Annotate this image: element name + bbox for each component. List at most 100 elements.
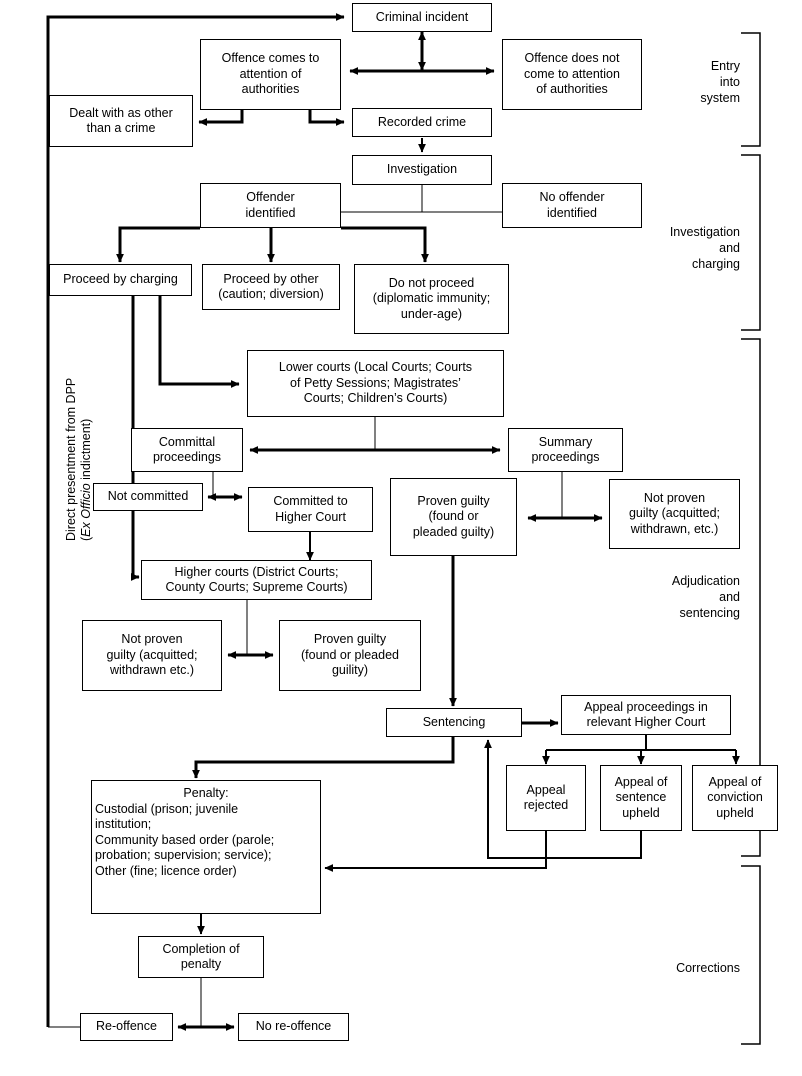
node-penalty[interactable]: Penalty: Custodial (prison; juvenile ins… <box>91 780 321 914</box>
node-proceed-other-line2: (caution; diversion) <box>218 287 324 301</box>
section-entry-line1: Entry <box>710 59 740 73</box>
ex-officio-close: indictment) <box>79 418 93 484</box>
ex-officio-open: ( <box>79 536 93 541</box>
node-offender-identified[interactable]: Offender identified <box>200 183 341 228</box>
node-appeal-rejected-line1: Appeal <box>526 782 566 797</box>
node-committed-to-higher-court[interactable]: Committed to Higher Court <box>248 487 373 532</box>
section-entry-line2: into <box>719 75 740 89</box>
node-no-re-offence-line1: No re-offence <box>255 1019 332 1034</box>
node-dealt-with-as-other-than-crime[interactable]: Dealt with as other than a crime <box>49 95 193 147</box>
node-sentencing-line1: Sentencing <box>422 714 486 729</box>
node-not-proven-higher-line3: withdrawn etc.) <box>109 663 195 678</box>
node-no-offender-line1: No offender <box>539 190 605 204</box>
node-appeal-sentence-line2: sentence <box>615 790 667 805</box>
node-completion-line2: penalty <box>180 957 222 971</box>
node-not-proven-guilty-lower-courts[interactable]: Not proven guilty (acquitted; withdrawn,… <box>609 479 740 549</box>
node-not-committed-line1: Not committed <box>107 489 189 504</box>
node-no-offender-line2: identified <box>546 205 598 220</box>
node-proceed-other-line1: Proceed by other <box>223 271 319 286</box>
node-appeal-rejected[interactable]: Appeal rejected <box>506 765 586 831</box>
section-adjudication-line3: sentencing <box>679 606 740 620</box>
node-penalty-line3: institution; <box>95 817 152 831</box>
section-label-adjudication: Adjudication and sentencing <box>615 573 740 621</box>
node-appeal-conviction-line2: conviction <box>707 790 763 805</box>
node-lower-courts-line3: Courts; Children’s Courts) <box>303 391 448 406</box>
node-summary-proceedings[interactable]: Summary proceedings <box>508 428 623 472</box>
node-offence-comes-to-attention[interactable]: Offence comes to attention of authoritie… <box>200 39 341 110</box>
node-appeal-of-sentence-upheld[interactable]: Appeal of sentence upheld <box>600 765 682 831</box>
node-proven-guilty-lower-courts[interactable]: Proven guilty (found or pleaded guilty) <box>390 478 517 556</box>
node-do-not-proceed-line3: under-age) <box>400 306 463 321</box>
node-proceed-by-charging[interactable]: Proceed by charging <box>49 264 192 296</box>
node-not-proven-lower-line2: guilty (acquitted; <box>628 506 721 521</box>
node-committed-higher-line1: Committed to <box>273 494 348 508</box>
section-entry-line3: system <box>700 91 740 105</box>
node-proven-guilty-higher-line3: guility) <box>331 663 369 678</box>
ex-officio-label: (Ex Officio indictment) <box>79 419 94 541</box>
section-label-corrections: Corrections <box>620 960 740 976</box>
node-do-not-proceed[interactable]: Do not proceed (diplomatic immunity; und… <box>354 264 509 334</box>
node-no-offender-identified[interactable]: No offender identified <box>502 183 642 228</box>
node-higher-courts-line2: County Courts; Supreme Courts) <box>165 580 348 594</box>
node-summary-line2: proceedings <box>531 450 600 464</box>
node-appeal-conviction-line1: Appeal of <box>708 774 762 789</box>
node-penalty-heading: Penalty: <box>183 786 229 800</box>
node-not-committed[interactable]: Not committed <box>93 483 203 511</box>
node-offender-identified-line2: identified <box>245 205 296 220</box>
node-do-not-proceed-line2: (diplomatic immunity; <box>372 291 491 306</box>
node-offence-does-not-come-to-attention[interactable]: Offence does not come to attention of au… <box>502 39 642 110</box>
node-appeal-of-conviction-upheld[interactable]: Appeal of conviction upheld <box>692 765 778 831</box>
node-proceed-by-other[interactable]: Proceed by other (caution; diversion) <box>202 264 340 310</box>
node-appeal-sentence-line3: upheld <box>622 805 660 820</box>
node-appeal-sentence-line1: Appeal of <box>614 774 668 789</box>
node-committal-proceedings[interactable]: Committal proceedings <box>131 428 243 472</box>
node-do-not-proceed-line1: Do not proceed <box>388 275 475 290</box>
node-higher-courts[interactable]: Higher courts (District Courts; County C… <box>141 560 372 600</box>
section-investigation-line2: and <box>719 241 740 255</box>
node-committed-higher-line2: Higher Court <box>275 509 346 524</box>
node-re-offence[interactable]: Re-offence <box>80 1013 173 1041</box>
node-committal-line2: proceedings <box>152 450 222 464</box>
node-criminal-incident[interactable]: Criminal incident <box>352 3 492 32</box>
section-investigation-line1: Investigation <box>669 225 740 239</box>
node-completion-line1: Completion of <box>162 941 240 956</box>
node-proven-guilty-lower-line2: (found or <box>428 509 479 524</box>
section-adjudication-line2: and <box>719 590 740 604</box>
node-lower-courts-line2: of Petty Sessions; Magistrates’ <box>290 375 461 390</box>
section-investigation-line3: charging <box>692 257 740 271</box>
node-offence-comes-line2: attention of <box>239 66 302 81</box>
node-completion-of-penalty[interactable]: Completion of penalty <box>138 936 264 978</box>
node-lower-courts[interactable]: Lower courts (Local Courts; Courts of Pe… <box>247 350 504 417</box>
section-label-investigation: Investigation and charging <box>620 224 740 272</box>
node-lower-courts-line1: Lower courts (Local Courts; Courts <box>278 360 473 375</box>
node-investigation[interactable]: Investigation <box>352 155 492 185</box>
direct-presentment-label: Direct presentment from DPP <box>64 378 79 541</box>
node-not-proven-lower-line1: Not proven <box>643 490 706 505</box>
node-proven-guilty-higher-line2: (found or pleaded <box>301 647 399 662</box>
node-recorded-crime-line1: Recorded crime <box>377 114 467 129</box>
node-not-proven-lower-line3: withdrawn, etc.) <box>630 521 719 536</box>
node-no-re-offence[interactable]: No re-offence <box>238 1013 349 1041</box>
node-investigation-line1: Investigation <box>386 162 458 177</box>
node-proven-guilty-higher-courts[interactable]: Proven guilty (found or pleaded guility) <box>279 620 421 691</box>
node-offender-identified-line1: Offender <box>246 190 295 204</box>
node-not-proven-higher-line2: guilty (acquitted; <box>106 647 198 662</box>
direct-presentment-line1: Direct presentment from DPP <box>64 377 78 541</box>
node-dealt-with-line2: than a crime <box>86 121 156 135</box>
node-appeal-proceedings[interactable]: Appeal proceedings in relevant Higher Co… <box>561 695 731 735</box>
node-proven-guilty-lower-line1: Proven guilty <box>417 493 490 508</box>
node-penalty-line4: Community based order (parole; <box>95 832 275 847</box>
node-not-proven-guilty-higher-courts[interactable]: Not proven guilty (acquitted; withdrawn … <box>82 620 222 691</box>
section-label-entry: Entry into system <box>640 58 740 106</box>
node-re-offence-line1: Re-offence <box>96 1019 157 1034</box>
node-committal-line1: Committal <box>158 434 216 449</box>
node-appeal-proceedings-line2: relevant Higher Court <box>586 715 706 729</box>
node-recorded-crime[interactable]: Recorded crime <box>352 108 492 137</box>
node-appeal-proceedings-line1: Appeal proceedings in <box>584 699 708 714</box>
node-offence-comes-line1: Offence comes to <box>221 51 320 66</box>
node-criminal-incident-line1: Criminal incident <box>375 9 469 24</box>
node-sentencing[interactable]: Sentencing <box>386 708 522 737</box>
section-corrections-line1: Corrections <box>676 961 740 975</box>
